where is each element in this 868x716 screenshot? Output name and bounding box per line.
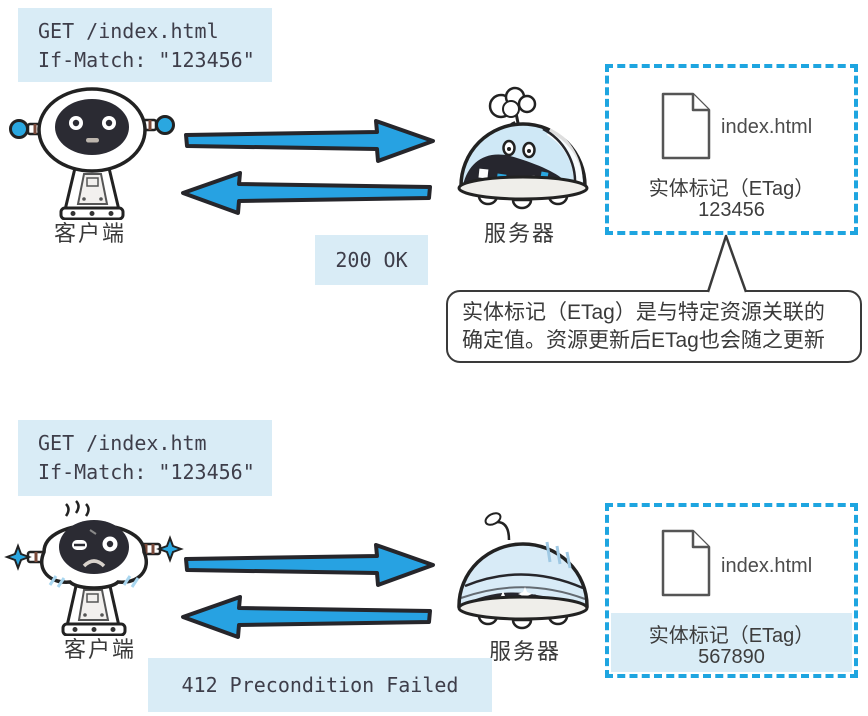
callout-pointer-icon — [706, 234, 748, 293]
client-label-2: 客户端 — [63, 637, 136, 662]
request-box-2: GET /index.htm If-Match: "123456" — [18, 420, 272, 496]
server-label-2: 服务器 — [488, 639, 561, 664]
resource-filename-2: index.html — [721, 555, 813, 577]
callout-line: 确定值。资源更新后ETag也会随之更新 — [462, 329, 825, 352]
antenna-ball-icon — [155, 115, 175, 135]
client-robot-sad-icon — [4, 500, 184, 636]
antenna-icon — [496, 520, 511, 541]
etag-value-1: 123456 — [698, 199, 765, 221]
etag-value-2: 567890 — [698, 646, 765, 668]
callout-line: 实体标记（ETag）是与特定资源关联的 — [462, 301, 825, 324]
blush-icon — [122, 575, 140, 588]
arrow-left-icon — [181, 595, 432, 639]
client-label-1: 客户端 — [53, 221, 126, 246]
arrow-right-icon — [184, 543, 435, 587]
distress-marks-icon — [64, 500, 90, 517]
etag-label-2: 实体标记（ETag） — [648, 625, 815, 647]
file-icon — [661, 92, 711, 160]
client-robot-icon — [9, 87, 175, 220]
server-label-1: 服务器 — [483, 221, 556, 246]
request-line: GET /index.html — [38, 19, 219, 43]
antenna-star-icon — [156, 535, 184, 563]
antenna-star-icon — [4, 543, 32, 571]
server-robot-sad-icon — [457, 512, 589, 630]
etag-label-1: 实体标记（ETag） — [648, 178, 815, 200]
request-line: If-Match: "123456" — [38, 48, 255, 72]
arrow-right-icon — [184, 119, 435, 163]
dizzy-star-icon — [518, 587, 532, 601]
etag-callout: 实体标记（ETag）是与特定资源关联的 确定值。资源更新后ETag也会随之更新 — [446, 290, 862, 363]
file-icon — [661, 529, 711, 597]
dome-shine-icon — [545, 541, 572, 569]
resource-filename-1: index.html — [721, 116, 813, 138]
etag-highlight — [611, 613, 852, 672]
server-robot-icon — [457, 86, 589, 210]
response-box-2: 412 Precondition Failed — [148, 658, 492, 712]
request-line: If-Match: "123456" — [38, 460, 255, 484]
arrow-left-icon — [181, 171, 432, 215]
antenna-ball-icon — [9, 119, 29, 139]
resource-box-1: index.html 实体标记（ETag） 123456 — [605, 64, 858, 235]
blush-icon — [48, 575, 66, 588]
request-box-1: GET /index.html If-Match: "123456" — [18, 8, 272, 82]
resource-box-2: index.html 实体标记（ETag） 567890 — [605, 503, 858, 678]
response-box-1: 200 OK — [315, 235, 428, 285]
request-line: GET /index.htm — [38, 431, 207, 455]
